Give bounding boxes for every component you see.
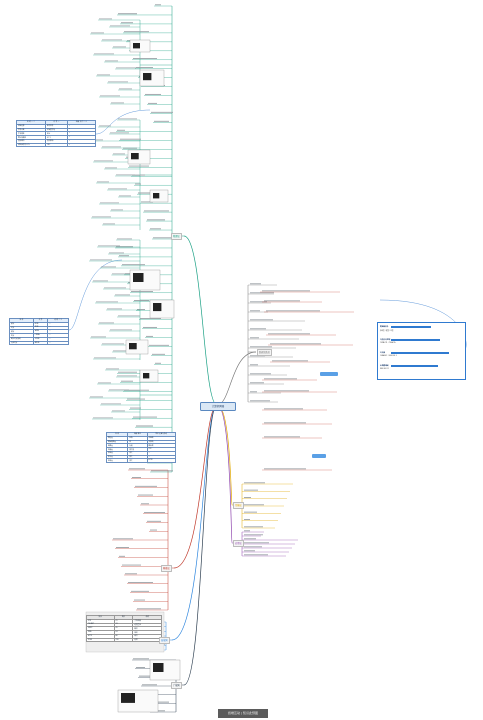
callout-title: 以太网 bbox=[380, 352, 386, 354]
table-cell: 报文 bbox=[127, 458, 148, 464]
lan-callout-box: 局域网拓扑总线型 / 星型 / 环型介质访问控制 CSMA/CD · CSMA/C… bbox=[377, 322, 466, 380]
branch-connector bbox=[216, 351, 257, 406]
branch-connector bbox=[173, 404, 218, 569]
figure-block bbox=[133, 273, 144, 282]
figure-block bbox=[153, 193, 160, 199]
table-cell: POP3 bbox=[86, 637, 115, 643]
root-topic[interactable]: 计算机网络 bbox=[200, 402, 236, 411]
highlight-node bbox=[320, 372, 338, 376]
table-cell: ✓ bbox=[47, 340, 69, 346]
callout-note: 总线型 / 星型 / 环型 bbox=[380, 331, 394, 332]
osi-layers-table: 名 称传输 单位常见 设备与协议物理层比特中继器数据链路层帧交换机网络层分组路由… bbox=[105, 432, 176, 464]
figure-block bbox=[129, 343, 137, 350]
callout-title: 无线局域网 bbox=[380, 365, 389, 367]
figure-block bbox=[143, 373, 150, 379]
table-cell: 110 bbox=[113, 637, 134, 643]
branch-label-b3[interactable]: 网络层 bbox=[161, 565, 172, 572]
branch-label-b1[interactable]: 物理层 bbox=[171, 233, 182, 240]
callout-highlight bbox=[391, 326, 431, 328]
leaf-nodes bbox=[89, 4, 354, 713]
table-connector bbox=[68, 259, 123, 331]
branch-label-b2[interactable]: 数据链路层 bbox=[257, 349, 272, 356]
callout-title: 局域网拓扑 bbox=[380, 326, 389, 328]
figure-block bbox=[153, 663, 164, 672]
table-connector bbox=[95, 109, 151, 135]
branch-label-b5[interactable]: 应用层 bbox=[233, 540, 244, 547]
table-cell: 异步时分 bbox=[9, 340, 34, 346]
callout-highlight bbox=[391, 339, 440, 341]
branch-connector bbox=[183, 235, 218, 406]
figure-block bbox=[153, 303, 162, 312]
branch-label-b6[interactable]: 局域网 bbox=[159, 637, 170, 644]
table-cell: 收信 bbox=[132, 637, 162, 643]
framing-methods-table: 名 称 一 二代 号 一传输 方式 二 三帧启定界数字信号✓字符计数帧长度字段✓… bbox=[16, 120, 97, 148]
callout-note: CSMA/CD · CSMA/CA bbox=[380, 343, 396, 344]
highlight-node bbox=[312, 454, 326, 458]
branch-connector bbox=[183, 404, 218, 686]
table-cell: CRC bbox=[44, 142, 68, 148]
footer-watermark: 终端互动 | 知识此预图 bbox=[218, 709, 268, 718]
table-cell: ATDM bbox=[32, 340, 49, 346]
table-cell: 帧检验序列 FCS bbox=[16, 142, 46, 148]
figure-block bbox=[143, 73, 152, 81]
figure-block bbox=[121, 693, 135, 703]
branch-connector bbox=[171, 404, 218, 641]
callout-highlight bbox=[391, 365, 438, 367]
table-cell: 应用层 bbox=[105, 458, 129, 464]
figure-thumbnails bbox=[85, 39, 338, 713]
figure-block bbox=[131, 153, 139, 160]
callout-title: 介质访问控制 bbox=[380, 339, 391, 341]
table-cell: ✓ bbox=[66, 142, 97, 148]
callout-highlight bbox=[391, 352, 449, 354]
branch-label-b4[interactable]: 传输层 bbox=[233, 502, 244, 509]
branch-label-b7[interactable]: 广域网 bbox=[171, 682, 182, 689]
callout-note: 10BASE-T · IEEE 802.3 bbox=[380, 356, 397, 357]
figure-block bbox=[133, 43, 140, 49]
callout-note: IEEE 802.11 bbox=[380, 369, 390, 370]
table-cell: HTTP bbox=[146, 458, 176, 464]
branch-connector bbox=[216, 404, 233, 544]
